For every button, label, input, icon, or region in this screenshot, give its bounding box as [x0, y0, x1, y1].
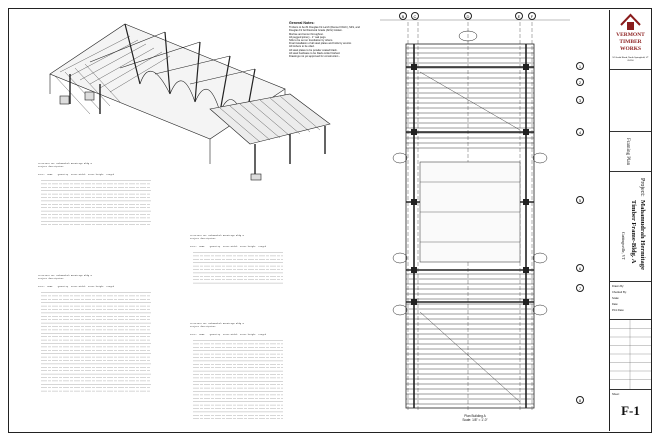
- revision-cell: [610, 320, 651, 390]
- schedule-rows: [40, 180, 151, 225]
- schedule-rows: [192, 340, 283, 419]
- checked-by: Checked By:: [612, 291, 627, 294]
- schedule-columns: Part# Name Quantity Cross width Cross he…: [38, 284, 115, 288]
- timber-schedule-4: Structure No: Mahamudrah Hermitage Bldg …: [190, 318, 293, 425]
- isometric-frame-view: [49, 23, 331, 181]
- sheet-label: Sheet:: [612, 393, 620, 396]
- project-location: Cuttingsville, VT: [621, 232, 626, 260]
- note-line: Sills to be set on foundation by others.: [289, 39, 333, 43]
- note-line: All steel plates to be powder coated bla…: [289, 48, 338, 52]
- blank-cell: [610, 70, 651, 132]
- plan-title: Plan Building A: [464, 414, 486, 418]
- drawn-by: Drawn By:: [612, 285, 624, 288]
- note-line: All timbers to be oiled.: [289, 45, 315, 49]
- grid-bubble-top: B: [399, 12, 407, 20]
- grid-bubble-top: F: [528, 12, 536, 20]
- project-label: Project:: [639, 178, 645, 197]
- company-logo-cell: VERMONT TIMBER WORKS 52 Gould Road, Nort…: [610, 10, 651, 70]
- project-cell: Project: Mahamudrah Hermitage Timber Fra…: [610, 172, 651, 282]
- schedule-header: Structure No: Mahamudrah Hermitage Bldg …: [190, 322, 244, 328]
- sheet-title: Framing Plan: [625, 138, 630, 166]
- schedule-columns: Part# Name Quantity Cross width Cross he…: [38, 172, 115, 176]
- date-label: Date:: [612, 303, 619, 306]
- plan-scale: Scale: 1/8" = 1'-0": [462, 418, 488, 422]
- revision-table: [610, 320, 651, 389]
- grid-bubble-side: 1: [576, 62, 584, 70]
- general-notes: General Notes: Timbers to be #1 Douglas …: [289, 21, 369, 59]
- drawing-info-cell: Drawn By: Checked By: Scale: Date: Print…: [610, 282, 651, 320]
- company-name-1: VERMONT: [616, 32, 645, 38]
- note-line: Timbers to be #1 Douglas Fir-Larch (Dens…: [289, 26, 360, 30]
- plan-caption: Plan Building A Scale: 1/8" = 1'-0": [440, 414, 510, 422]
- note-line: Douglas Fir Architectural Grade (AFG) Gl…: [289, 29, 343, 33]
- sheet-number: F-1: [621, 403, 640, 418]
- grid-bubble-side: 4: [576, 128, 584, 136]
- grid-bubble-side: 7: [576, 284, 584, 292]
- schedule-rows: [40, 292, 151, 391]
- timber-schedule-3: Structure No: Mahamudrah Hermitage Bldg …: [190, 230, 293, 288]
- scale-label: Scale:: [612, 297, 620, 300]
- schedule-columns: Part# Name Quantity Cross width Cross he…: [190, 332, 267, 336]
- note-line: Final installation of all steel plates a…: [289, 42, 352, 46]
- company-name-2: TIMBER: [619, 39, 642, 45]
- schedule-header: Structure No: Mahamudrah Hermitage Bldg …: [38, 162, 92, 168]
- grid-bubble-side: 5: [576, 196, 584, 204]
- note-line: Mortise and tenon throughout.: [289, 32, 324, 36]
- schedule-header: Structure No: Mahamudrah Hermitage Bldg …: [190, 234, 244, 240]
- schedule-rows: [192, 252, 283, 283]
- title-block: VERMONT TIMBER WORKS 52 Gould Road, Nort…: [609, 10, 651, 431]
- grid-bubble-top: E: [515, 12, 523, 20]
- note-line: All steel hardware to be black oxide fin…: [289, 51, 341, 55]
- grid-bubble-top: D: [464, 12, 472, 20]
- grid-bubble-top: C: [411, 12, 419, 20]
- note-line: All pegged joinery - 1" oak pegs.: [289, 35, 327, 39]
- schedule-header: Structure No: Mahamudrah Hermitage Bldg …: [38, 274, 92, 280]
- schedule-columns: Part# Name Quantity Cross width Cross he…: [190, 244, 267, 248]
- print-date-label: Print Date:: [612, 309, 625, 312]
- note-line: Drawings not yet approved for constructi…: [289, 55, 340, 59]
- grid-bubble-side: 3: [576, 96, 584, 104]
- general-notes-title: General Notes:: [289, 21, 315, 25]
- project-name: Mahamudrah Hermitage: [639, 200, 646, 270]
- company-address: 52 Gould Road, North Springfield, VT 051…: [612, 57, 649, 62]
- timber-schedule-2: Structure No: Mahamudrah Hermitage Bldg …: [38, 270, 161, 402]
- timber-schedule-1: Structure No: Mahamudrah Hermitage Bldg …: [38, 158, 161, 228]
- grid-bubble-side: 8: [576, 396, 584, 404]
- project-subtitle: Timber Frame-Bldg. A: [630, 200, 637, 264]
- sheet-number-cell: Sheet: F-1: [610, 390, 651, 431]
- grid-bubble-side: 6: [576, 264, 584, 272]
- framing-plan: [380, 19, 570, 412]
- sheet-title-cell: Framing Plan: [610, 132, 651, 172]
- grid-bubble-side: 2: [576, 78, 584, 86]
- company-name-3: WORKS: [619, 46, 642, 52]
- company-logo-icon: [620, 13, 641, 30]
